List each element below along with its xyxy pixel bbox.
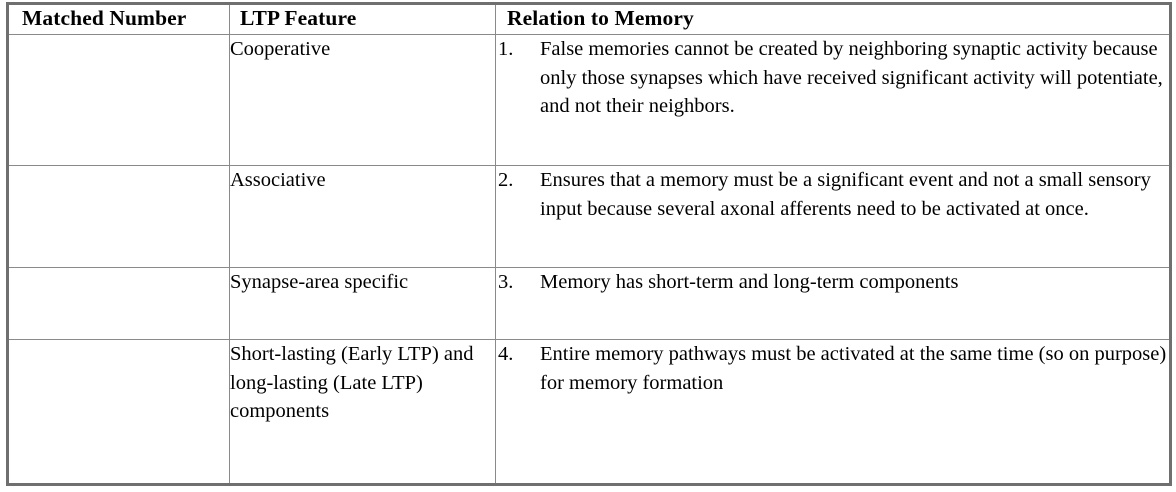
list-number: 2. bbox=[498, 169, 514, 191]
cell-ltp-feature-value: Synapse-area specific bbox=[230, 271, 409, 293]
ltp-memory-table: Matched Number LTP Feature Relation to M… bbox=[6, 2, 1172, 486]
numbered-item: 4. Entire memory pathways must be activa… bbox=[496, 340, 1169, 397]
numbered-item: 2. Ensures that a memory must be a signi… bbox=[496, 166, 1169, 223]
table-row: Short-lasting (Early LTP) and long-lasti… bbox=[7, 339, 1171, 485]
column-header-relation-to-memory: Relation to Memory bbox=[495, 3, 1171, 35]
list-item-text: Memory has short-term and long-term comp… bbox=[540, 271, 959, 293]
list-item-text: False memories cannot be created by neig… bbox=[540, 38, 1163, 117]
cell-relation-to-memory: 3. Memory has short-term and long-term c… bbox=[495, 267, 1171, 340]
table-row: Synapse-area specific 3. Memory has shor… bbox=[7, 267, 1171, 340]
list-number: 4. bbox=[498, 343, 514, 365]
table-row: Cooperative 1. False memories cannot be … bbox=[7, 34, 1171, 166]
cell-ltp-feature-value: Associative bbox=[230, 169, 326, 191]
cell-matched-number[interactable] bbox=[7, 267, 230, 340]
column-header-matched-number: Matched Number bbox=[7, 3, 230, 35]
list-item-text: Entire memory pathways must be activated… bbox=[540, 343, 1167, 394]
cell-matched-number[interactable] bbox=[7, 339, 230, 485]
cell-matched-number[interactable] bbox=[7, 34, 230, 166]
numbered-item: 1. False memories cannot be created by n… bbox=[496, 35, 1169, 121]
column-header-relation-to-memory-label: Relation to Memory bbox=[507, 6, 694, 30]
cell-ltp-feature: Cooperative bbox=[229, 34, 496, 166]
table-header-row: Matched Number LTP Feature Relation to M… bbox=[7, 3, 1171, 35]
cell-relation-to-memory: 1. False memories cannot be created by n… bbox=[495, 34, 1171, 166]
list-number: 1. bbox=[498, 38, 514, 60]
cell-ltp-feature-value: Cooperative bbox=[230, 38, 331, 60]
cell-ltp-feature: Short-lasting (Early LTP) and long-lasti… bbox=[229, 339, 496, 485]
list-item-text: Ensures that a memory must be a signific… bbox=[540, 169, 1151, 220]
cell-relation-to-memory: 4. Entire memory pathways must be activa… bbox=[495, 339, 1171, 485]
list-number: 3. bbox=[498, 271, 514, 293]
numbered-item: 3. Memory has short-term and long-term c… bbox=[496, 268, 1169, 297]
table-row: Associative 2. Ensures that a memory mus… bbox=[7, 165, 1171, 268]
cell-relation-to-memory: 2. Ensures that a memory must be a signi… bbox=[495, 165, 1171, 268]
column-header-ltp-feature: LTP Feature bbox=[229, 3, 496, 35]
cell-ltp-feature: Associative bbox=[229, 165, 496, 268]
cell-ltp-feature-value: Short-lasting (Early LTP) and long-lasti… bbox=[230, 343, 474, 422]
cell-matched-number[interactable] bbox=[7, 165, 230, 268]
cell-ltp-feature: Synapse-area specific bbox=[229, 267, 496, 340]
column-header-matched-number-label: Matched Number bbox=[22, 6, 187, 30]
column-header-ltp-feature-label: LTP Feature bbox=[240, 6, 357, 30]
